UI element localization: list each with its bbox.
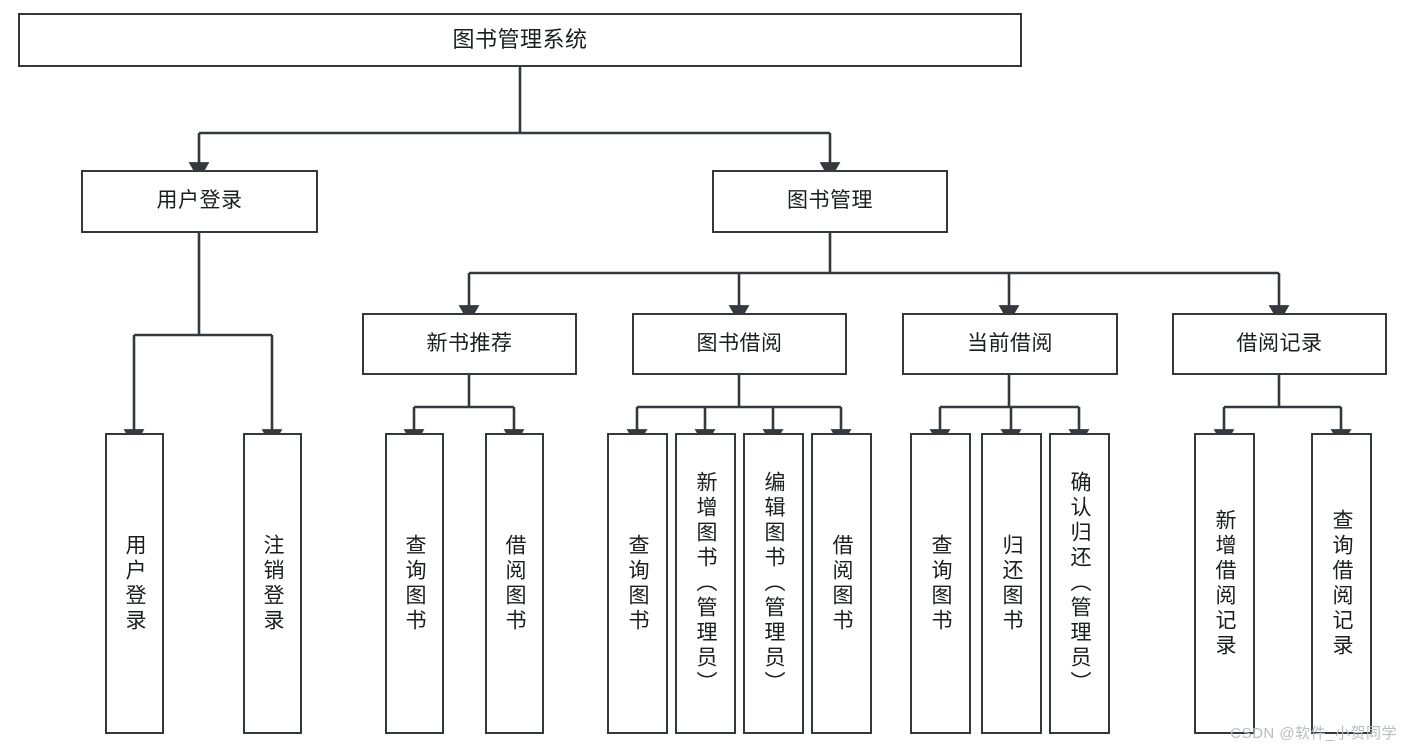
leaf-new-book-borrow-book[interactable]: 借阅图书 (485, 433, 544, 734)
node-root-book-management-system[interactable]: 图书管理系统 (18, 13, 1022, 67)
node-label: 新增图书（管理员） (694, 471, 717, 696)
node-book-borrowing[interactable]: 图书借阅 (632, 313, 847, 375)
node-label: 图书管理系统 (452, 27, 588, 53)
leaf-borrow-edit-book-admin[interactable]: 编辑图书（管理员） (743, 433, 804, 734)
node-label: 查询图书 (403, 533, 426, 634)
node-label: 借阅图书 (503, 533, 526, 634)
node-label: 用户登录 (156, 189, 243, 213)
node-label: 用户登录 (123, 533, 146, 634)
leaf-current-confirm-return-admin[interactable]: 确认归还（管理员） (1049, 433, 1110, 734)
node-label: 确认归还（管理员） (1068, 471, 1091, 696)
leaf-current-return-book[interactable]: 归还图书 (981, 433, 1042, 734)
node-label: 图书借阅 (696, 331, 783, 355)
node-label: 编辑图书（管理员） (762, 471, 785, 696)
leaf-borrow-query-book[interactable]: 查询图书 (607, 433, 668, 734)
node-label: 查询借阅记录 (1330, 508, 1353, 659)
node-label: 借阅记录 (1236, 331, 1323, 355)
node-new-book-recommendation[interactable]: 新书推荐 (362, 313, 577, 375)
node-label: 归还图书 (1000, 533, 1023, 634)
leaf-borrow-borrow-book[interactable]: 借阅图书 (811, 433, 872, 734)
watermark-text: CSDN @软件_小贺同学 (1230, 725, 1397, 742)
node-label: 新书推荐 (426, 331, 513, 355)
leaf-records-query-record[interactable]: 查询借阅记录 (1311, 433, 1372, 734)
node-label: 借阅图书 (830, 533, 853, 634)
node-label: 查询图书 (626, 533, 649, 634)
node-label: 图书管理 (787, 189, 873, 213)
node-book-management[interactable]: 图书管理 (712, 170, 948, 233)
node-current-borrowing[interactable]: 当前借阅 (902, 313, 1118, 375)
leaf-current-query-book[interactable]: 查询图书 (910, 433, 971, 734)
node-label: 当前借阅 (967, 331, 1053, 355)
node-label: 注销登录 (261, 533, 284, 634)
node-borrow-records[interactable]: 借阅记录 (1172, 313, 1387, 375)
leaf-user-login-login[interactable]: 用户登录 (105, 433, 164, 734)
leaf-records-add-record[interactable]: 新增借阅记录 (1194, 433, 1255, 734)
node-label: 查询图书 (929, 533, 952, 634)
node-user-login[interactable]: 用户登录 (81, 170, 318, 233)
leaf-new-book-query-book[interactable]: 查询图书 (385, 433, 444, 734)
leaf-borrow-add-book-admin[interactable]: 新增图书（管理员） (675, 433, 736, 734)
leaf-user-login-logout[interactable]: 注销登录 (243, 433, 302, 734)
node-label: 新增借阅记录 (1213, 508, 1236, 659)
